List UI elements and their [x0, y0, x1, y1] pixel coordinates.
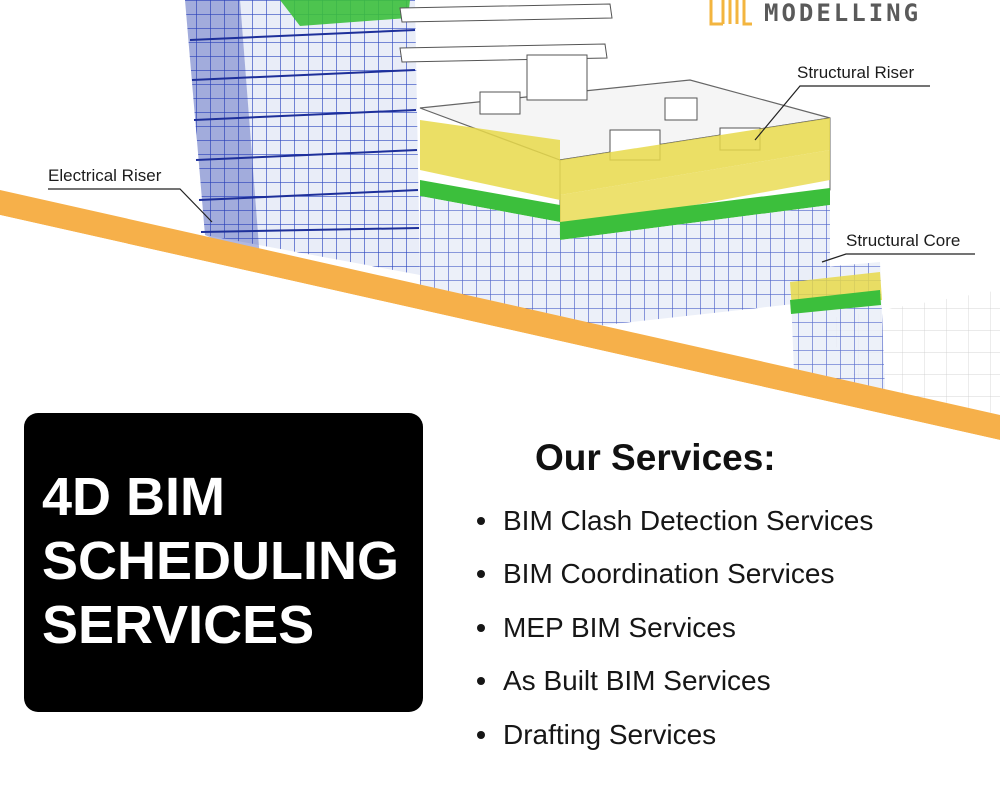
- services-heading: Our Services:: [535, 437, 776, 478]
- logo-wordmark: MODELLING: [764, 0, 922, 27]
- list-item: BIM Coordination Services: [470, 548, 990, 602]
- service-label: BIM Coordination Services: [503, 558, 835, 590]
- bullet-icon: [477, 623, 485, 632]
- bullet-icon: [477, 516, 485, 525]
- services-list: BIM Clash Detection Services BIM Coordin…: [470, 494, 990, 762]
- company-logo: MODELLING: [708, 0, 921, 26]
- list-item: BIM Clash Detection Services: [470, 494, 990, 548]
- bullet-icon: [477, 570, 485, 579]
- service-label: MEP BIM Services: [503, 611, 736, 643]
- service-label: As Built BIM Services: [503, 665, 771, 697]
- callout-electrical-riser: Electrical Riser: [48, 166, 162, 185]
- list-item: As Built BIM Services: [470, 655, 990, 709]
- title-card: 4D BIM SCHEDULING SERVICES: [24, 413, 423, 712]
- title-line-1: 4D BIM: [42, 467, 226, 527]
- callout-structural-riser: Structural Riser: [797, 63, 915, 82]
- callout-structural-core: Structural Core: [846, 231, 961, 250]
- bullet-icon: [477, 730, 485, 739]
- tower-structure: [185, 0, 613, 275]
- title-line-3: SERVICES: [42, 595, 315, 655]
- list-item: Drafting Services: [470, 708, 990, 762]
- services-section: Our Services: BIM Clash Detection Servic…: [470, 430, 990, 762]
- service-label: BIM Clash Detection Services: [503, 504, 874, 536]
- logo-building-icon: [709, 0, 752, 26]
- service-label: Drafting Services: [503, 718, 717, 750]
- title-line-2: SCHEDULING: [42, 531, 400, 591]
- bullet-icon: [477, 677, 485, 686]
- list-item: MEP BIM Services: [470, 601, 990, 655]
